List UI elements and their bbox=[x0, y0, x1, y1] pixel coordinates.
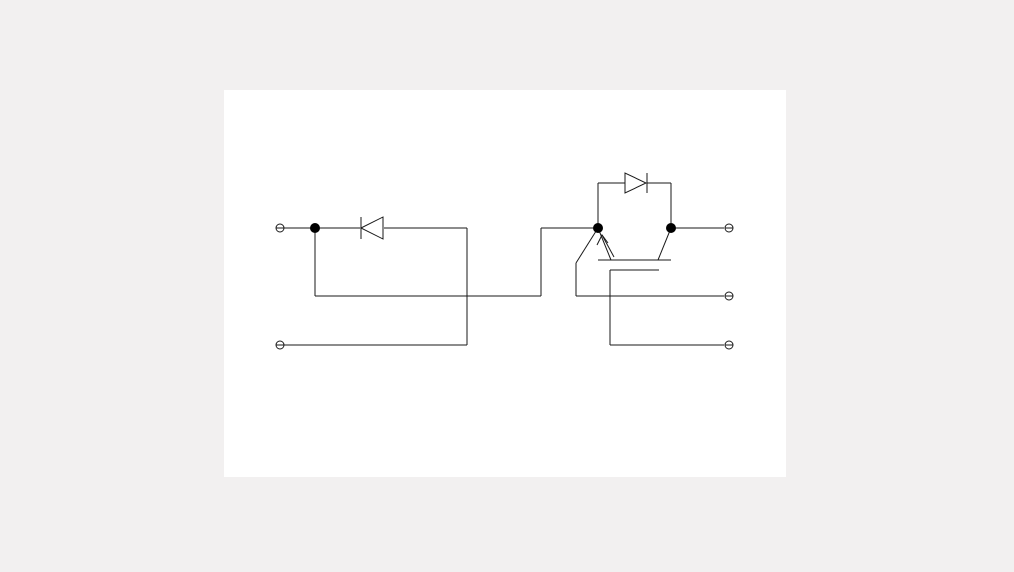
igbt-icon bbox=[575, 227, 672, 271]
freewheel-diode-icon bbox=[624, 172, 648, 194]
junction-dot bbox=[666, 223, 676, 233]
terminal-icon bbox=[275, 223, 285, 233]
junction-dots bbox=[310, 223, 676, 233]
junction-dot bbox=[310, 223, 320, 233]
terminal-icon bbox=[724, 340, 734, 350]
diagram-card bbox=[224, 90, 786, 477]
terminal-icon bbox=[724, 291, 734, 301]
terminal-icon bbox=[275, 340, 285, 350]
terminal-icon bbox=[724, 223, 734, 233]
terminals bbox=[275, 223, 734, 350]
right-wires bbox=[575, 182, 724, 346]
junction-dot bbox=[593, 223, 603, 233]
left-wires bbox=[284, 227, 598, 346]
diode-icon bbox=[359, 216, 384, 240]
